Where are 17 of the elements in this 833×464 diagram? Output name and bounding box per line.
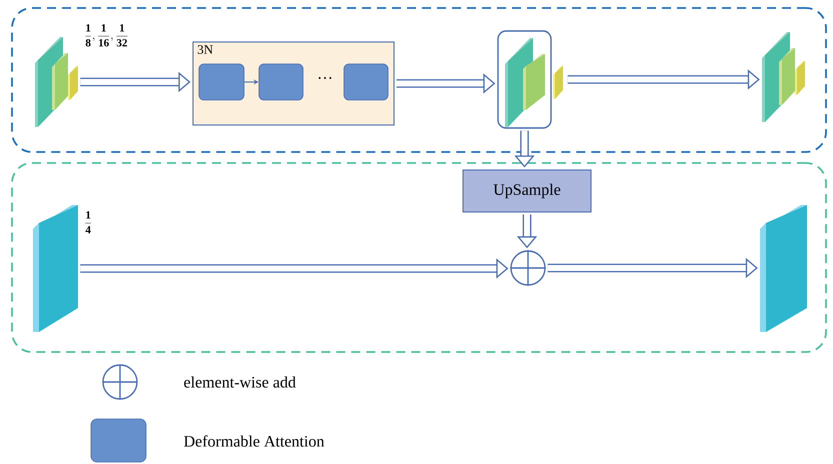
attention-block [344,64,388,100]
feature-map-drawing [33,205,78,332]
feature-map-drawing [760,205,807,332]
feature-map-drawing [35,37,78,127]
scale-fraction: $\mathbf{\frac{1}{4}}$ [85,211,91,234]
attention-block [198,64,244,100]
dashed-region [11,162,827,353]
stage-outline [497,30,552,129]
legend-text: Deformable Attention [184,435,324,447]
ellipsis: … [318,77,332,79]
feature-map-drawing [762,32,805,122]
upsample-box: UpSample [462,170,592,212]
add-symbol [510,250,546,286]
dashed-region [11,7,827,153]
legend-text: element-wise add [184,376,296,388]
scale-fraction: $\mathbf{\frac{1}{8}},\mathbf{\frac{1}{16}},\mathbf{\frac{1}{32}}$ [85,24,128,46]
attention-block [258,64,304,100]
